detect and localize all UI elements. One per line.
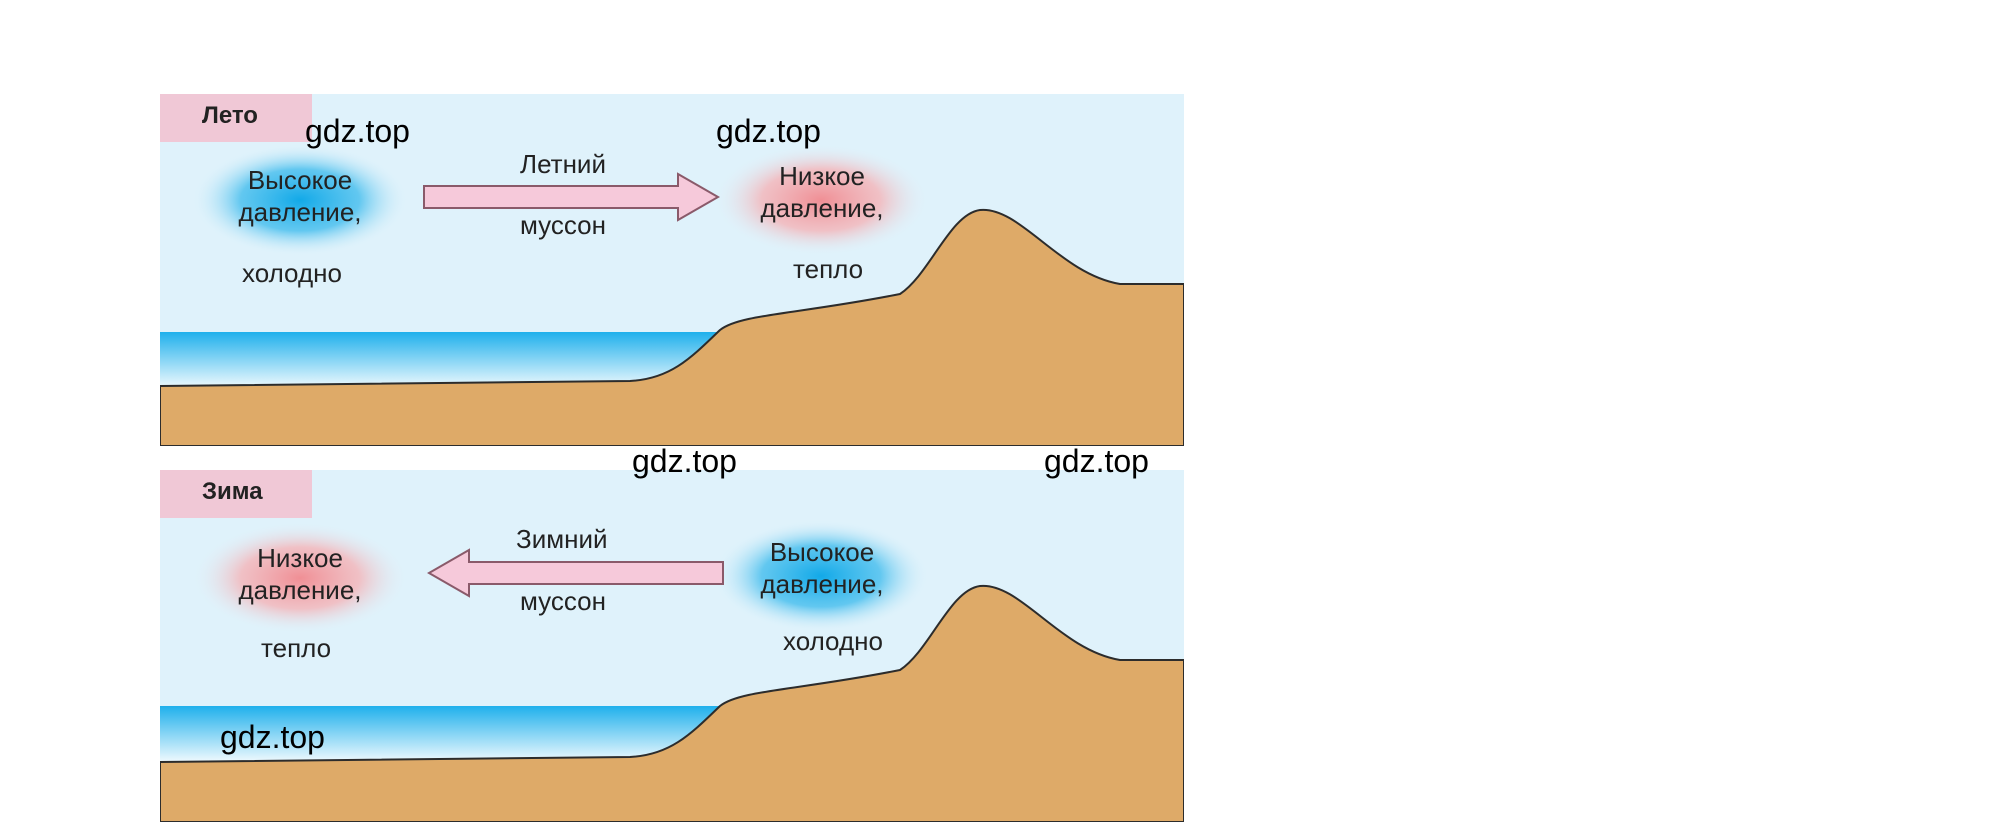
high-pressure-temp: холодно bbox=[242, 258, 342, 288]
low-pressure-temp: тепло bbox=[793, 254, 864, 284]
high-pressure-temp: холодно bbox=[783, 626, 883, 656]
low-pressure-line2: давление, bbox=[238, 575, 362, 605]
low-pressure-temp: тепло bbox=[261, 633, 332, 663]
low-pressure-blob bbox=[192, 522, 408, 634]
watermark: gdz.top bbox=[632, 443, 737, 479]
watermark: gdz.top bbox=[220, 719, 325, 755]
high-pressure-line2: давление, bbox=[238, 197, 362, 227]
sea bbox=[160, 706, 720, 766]
low-pressure-label: Низкое давление, bbox=[752, 160, 892, 224]
watermark: gdz.top bbox=[716, 113, 821, 149]
low-pressure-line1: Низкое bbox=[779, 161, 865, 191]
wind-label-line2: муссон bbox=[520, 210, 606, 240]
summer-scene bbox=[160, 94, 1184, 446]
watermark: gdz.top bbox=[1044, 443, 1149, 479]
high-pressure-line2: давление, bbox=[760, 569, 884, 599]
winter-panel: Зима Низкое давление, тепло Зимний муссо… bbox=[160, 470, 1184, 822]
low-pressure-line1: Низкое bbox=[257, 543, 343, 573]
winter-scene bbox=[160, 470, 1184, 822]
high-pressure-blob bbox=[713, 520, 929, 632]
wind-label-line1: Летний bbox=[520, 149, 606, 179]
wind-label-line1: Зимний bbox=[516, 524, 608, 554]
watermark: gdz.top bbox=[305, 113, 410, 149]
high-pressure-label: Высокое давление, bbox=[230, 164, 370, 228]
low-pressure-label: Низкое давление, bbox=[230, 542, 370, 606]
high-pressure-line1: Высокое bbox=[769, 537, 875, 567]
land bbox=[160, 584, 1184, 822]
season-title: Лето bbox=[160, 94, 312, 142]
wind-label-line2: муссон bbox=[520, 586, 606, 616]
wind-arrow-right bbox=[423, 172, 721, 222]
season-title: Зима bbox=[160, 470, 312, 518]
summer-panel: Лето Высокое давление, холодно Летний му… bbox=[160, 94, 1184, 446]
high-pressure-line1: Высокое bbox=[247, 165, 353, 195]
wind-arrow-left bbox=[426, 548, 724, 598]
high-pressure-blob bbox=[192, 144, 408, 256]
low-pressure-line2: давление, bbox=[760, 193, 884, 223]
low-pressure-blob bbox=[713, 144, 929, 256]
land bbox=[160, 208, 1184, 446]
high-pressure-label: Высокое давление, bbox=[750, 536, 894, 600]
